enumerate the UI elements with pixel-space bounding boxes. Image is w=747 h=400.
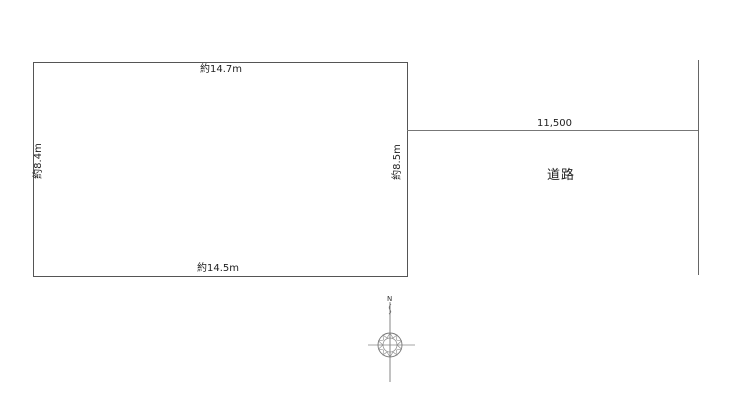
lot-boundary <box>33 62 408 277</box>
north-arrow-compass-icon: N <box>360 290 420 385</box>
lot-right-dimension: 約8.5m <box>391 144 403 180</box>
lot-top-dimension: 約14.7m <box>200 64 243 75</box>
lot-left-dimension: 約8.4m <box>32 143 44 179</box>
road-width-dimension-line <box>407 130 698 131</box>
road-far-edge-line <box>698 60 699 275</box>
road-label: 道路 <box>547 168 576 183</box>
road-width-label: 11,500 <box>537 118 572 129</box>
lot-bottom-dimension: 約14.5m <box>197 263 240 274</box>
north-label: N <box>387 295 392 303</box>
